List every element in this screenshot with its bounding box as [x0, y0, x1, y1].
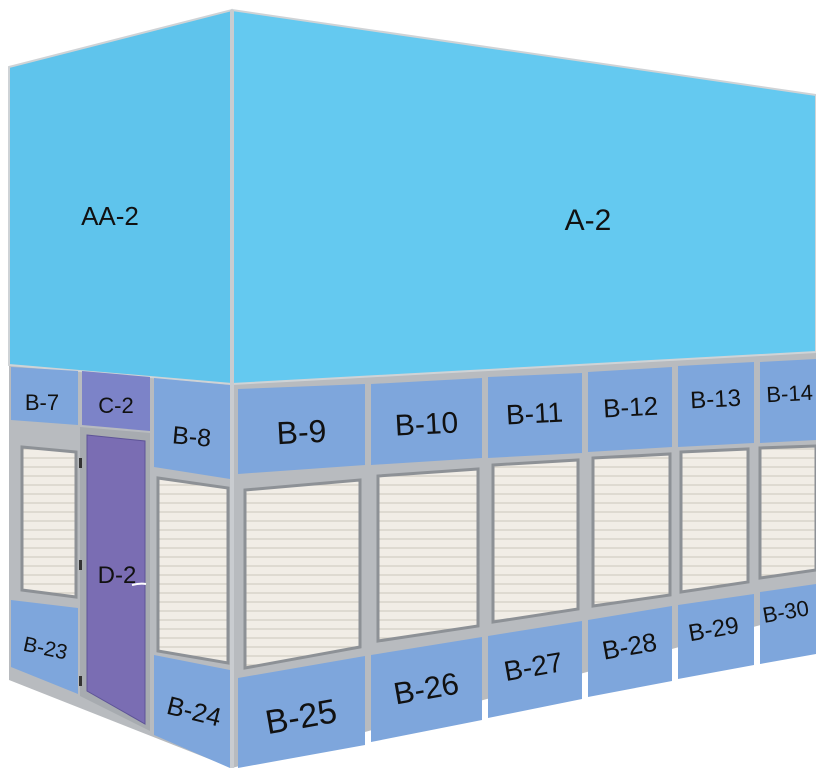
door-hinge-top — [79, 458, 82, 468]
front-upper-panel — [231, 8, 816, 386]
front-band-cell-b9 — [238, 384, 365, 474]
door-panel — [86, 434, 146, 725]
label-b13: B-13 — [690, 385, 742, 415]
label-b9: B-9 — [276, 413, 328, 452]
front-band-cell-b27 — [488, 621, 582, 718]
left-louver-2 — [156, 476, 230, 665]
left-band-cell-b24 — [154, 655, 230, 768]
label-b10: B-10 — [394, 406, 459, 442]
label-aa2: AA-2 — [81, 201, 139, 231]
label-b12: B-12 — [602, 391, 658, 424]
front-louver-4 — [591, 452, 672, 608]
front-louver-2 — [376, 467, 480, 643]
front-band-cell-b28 — [588, 606, 672, 697]
left-band-cell-b7 — [11, 367, 78, 425]
left-louver-1 — [20, 445, 78, 599]
front-band-cell-b14 — [760, 359, 816, 443]
label-b14: B-14 — [766, 380, 814, 407]
door-handle-icon — [131, 582, 147, 586]
front-band-cell-b25 — [238, 656, 365, 768]
front-band-cell-b11 — [488, 373, 582, 458]
left-band-cell-b23 — [11, 600, 78, 694]
label-b8: B-8 — [171, 421, 212, 452]
front-louver-1 — [243, 478, 362, 670]
left-band-cell-c2 — [82, 371, 150, 431]
front-band-cell-b26 — [371, 637, 482, 742]
label-b11: B-11 — [505, 397, 564, 431]
front-louver-6 — [758, 444, 816, 580]
left-upper-panel — [8, 8, 233, 386]
door-hinge-middle — [79, 560, 82, 570]
front-band-cell-b12 — [588, 367, 672, 452]
door-hinge-bottom — [79, 676, 82, 686]
front-band-cell-b13 — [678, 362, 754, 447]
front-band-cell-b29 — [678, 594, 754, 679]
label-d2: D-2 — [98, 562, 137, 589]
label-c2: C-2 — [98, 393, 133, 418]
front-band-cell-b30 — [760, 584, 816, 664]
front-band-cell-b10 — [371, 378, 482, 465]
front-louver-5 — [679, 447, 750, 594]
label-b7: B-7 — [25, 390, 59, 415]
front-louver-3 — [491, 458, 580, 624]
label-a2: A-2 — [565, 204, 612, 237]
left-band-cell-b8 — [154, 378, 230, 479]
